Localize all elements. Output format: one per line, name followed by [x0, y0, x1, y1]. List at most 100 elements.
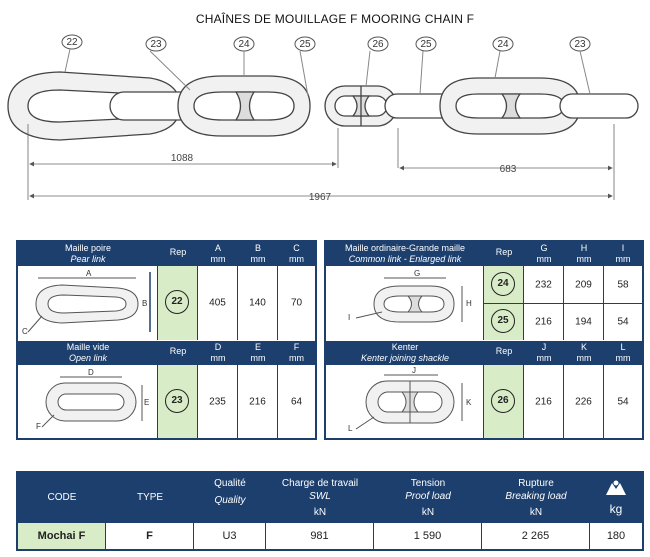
kenter-k-value: 226: [575, 396, 592, 407]
open-drawing: D E F: [18, 365, 158, 438]
svg-text:G: G: [414, 269, 420, 278]
svg-text:D: D: [88, 368, 94, 377]
kenter-col-l: L: [620, 342, 626, 352]
common-i-25: 54: [617, 316, 629, 327]
svg-text:H: H: [466, 299, 472, 308]
svg-text:A: A: [86, 269, 92, 278]
cell-quality: U3: [194, 523, 266, 549]
svg-text:22: 22: [66, 37, 78, 48]
svg-text:23: 23: [574, 39, 586, 50]
kenter-rep-label: Rep: [495, 346, 513, 356]
svg-text:26: 26: [372, 39, 384, 50]
dim-1088: 1088: [171, 153, 194, 164]
open-col-e-unit: mm: [250, 353, 266, 363]
dim-683: 683: [500, 164, 517, 175]
kenter-j-value: 216: [535, 396, 552, 407]
open-rep-label: Rep: [169, 346, 187, 356]
th-type: TYPE: [136, 492, 164, 503]
properties-table: CODE TYPE Qualité Quality Charge de trav…: [16, 471, 644, 551]
weight-icon: [606, 480, 626, 495]
open-rep-cell: 23: [158, 365, 198, 438]
kenter-name-en: Kenter joining shackle: [360, 353, 450, 363]
common-col-g: G: [540, 243, 548, 253]
properties-header: CODE TYPE Qualité Quality Charge de trav…: [18, 473, 642, 523]
open-name-fr: Maille vide: [66, 342, 110, 352]
common-rep-24: 24: [491, 272, 515, 296]
open-e-value: 216: [249, 396, 266, 407]
svg-text:J: J: [412, 366, 416, 375]
common-name-en: Common link - Enlarged link: [348, 254, 462, 264]
page-title: CHAÎNES DE MOUILLAGE F MOORING CHAIN F: [195, 12, 475, 26]
open-name-en: Open link: [68, 353, 108, 363]
common-rep-label: Rep: [495, 247, 513, 257]
common-rep-25: 25: [491, 309, 515, 333]
pear-col-b: B: [254, 243, 261, 253]
cell-swl: 981: [266, 523, 374, 549]
svg-text:24: 24: [238, 39, 250, 50]
common-h-25: 194: [575, 316, 592, 327]
th-breaking: Rupture Breaking load kN: [505, 478, 567, 518]
pear-col-c: C: [293, 243, 300, 253]
cell-breaking: 2 265: [482, 523, 590, 549]
common-i-24: 58: [617, 279, 629, 290]
svg-text:I: I: [348, 313, 350, 322]
open-col-d-unit: mm: [210, 353, 226, 363]
kenter-col-l-unit: mm: [615, 353, 631, 363]
kenter-rep-cell: 26: [484, 365, 524, 438]
kenter-l-value: 54: [617, 396, 629, 407]
pear-rep-cell: 22: [158, 266, 198, 340]
callout-22: 22: [61, 34, 83, 73]
callout-23b: 23: [569, 36, 591, 95]
kenter-drawing: J K L: [326, 365, 484, 438]
pear-a-value: 405: [209, 297, 226, 309]
common-name-fr: Maille ordinaire-Grande maille: [344, 243, 466, 253]
pear-name-fr: Maille poire: [64, 243, 112, 253]
open-f-value: 64: [290, 396, 303, 407]
common-col-g-unit: mm: [536, 254, 552, 264]
common-g-24: 232: [535, 279, 552, 290]
open-col-f: F: [293, 342, 300, 352]
open-col-f-unit: mm: [289, 353, 304, 363]
callout-25b: 25: [415, 36, 437, 95]
th-swl: Charge de travail SWL kN: [281, 478, 359, 518]
callout-24: 24: [233, 36, 255, 76]
callout-26: 26: [365, 36, 389, 87]
svg-text:B: B: [142, 299, 147, 308]
th-proof: Tension Proof load kN: [405, 478, 451, 518]
open-rep: 23: [165, 389, 189, 413]
pear-col-a-unit: mm: [210, 254, 226, 264]
dim-1967: 1967: [309, 192, 332, 203]
svg-text:K: K: [466, 398, 472, 407]
pear-col-a: A: [214, 243, 221, 253]
properties-row: Mochai F F U3 981 1 590 2 265 180: [18, 523, 642, 549]
callout-24b: 24: [492, 36, 514, 79]
th-weight: kg: [590, 473, 642, 523]
cell-weight: 180: [606, 530, 626, 542]
open-d-value: 235: [209, 396, 226, 407]
svg-text:25: 25: [299, 39, 311, 50]
pear-drawing: A B C: [18, 266, 158, 340]
th-quality: Qualité Quality: [214, 478, 246, 506]
pear-name-en: Pear link: [70, 254, 106, 264]
kenter-col-k: K: [580, 342, 587, 352]
common-col-h-unit: mm: [576, 254, 592, 264]
common-h-24: 209: [575, 279, 592, 290]
kenter-rep: 26: [491, 389, 515, 413]
svg-text:E: E: [144, 398, 149, 407]
kenter-col-j-unit: mm: [536, 353, 552, 363]
open-col-d: D: [214, 342, 222, 352]
callout-23: 23: [145, 36, 191, 91]
pear-c-value: 70: [290, 297, 303, 309]
svg-text:C: C: [22, 327, 28, 336]
cell-proof: 1 590: [374, 523, 482, 549]
pear-col-c-unit: mm: [289, 254, 304, 264]
svg-text:L: L: [348, 424, 353, 433]
pear-rep-label: Rep: [169, 247, 187, 257]
cell-code: Mochai F: [18, 523, 106, 549]
kenter-col-k-unit: mm: [576, 353, 592, 363]
callout-25: 25: [294, 36, 316, 97]
common-g-25: 216: [535, 316, 552, 327]
pear-rep: 22: [165, 290, 189, 314]
common-drawing: G H I: [326, 266, 484, 340]
